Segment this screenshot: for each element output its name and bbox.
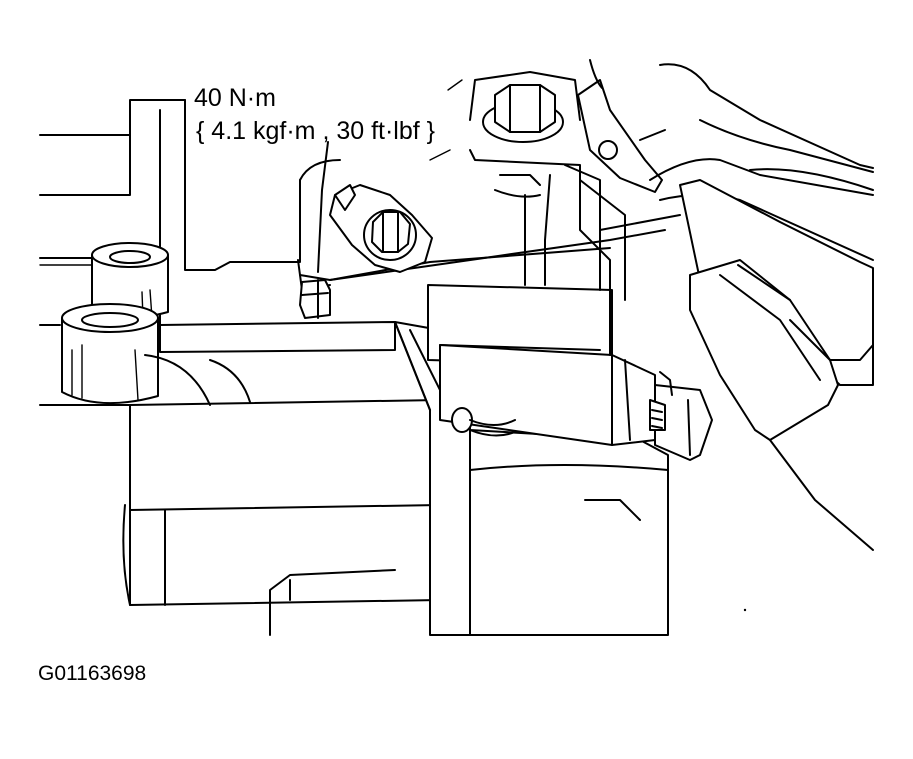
- mount-boss-lower: [61, 303, 159, 405]
- ground-cable: [297, 184, 681, 291]
- pivot-arm: [577, 59, 666, 193]
- right-mount-assembly: [649, 63, 874, 551]
- callout-leader-line: [317, 141, 329, 273]
- torque-value-alternate-units: { 4.1 kgf·m , 30 ft·lbf }: [196, 117, 436, 145]
- starter-solenoid: [427, 284, 656, 446]
- upper-bracket: [469, 71, 626, 356]
- detail-lines: [39, 79, 747, 612]
- torque-value-metric: 40 N·m: [194, 84, 276, 112]
- terminal-stud: [649, 371, 713, 461]
- starter-motor-housing: [122, 321, 669, 636]
- torque-bolt: [299, 279, 331, 319]
- top-bolt: [482, 84, 564, 143]
- figure-id-label: G01163698: [38, 662, 147, 685]
